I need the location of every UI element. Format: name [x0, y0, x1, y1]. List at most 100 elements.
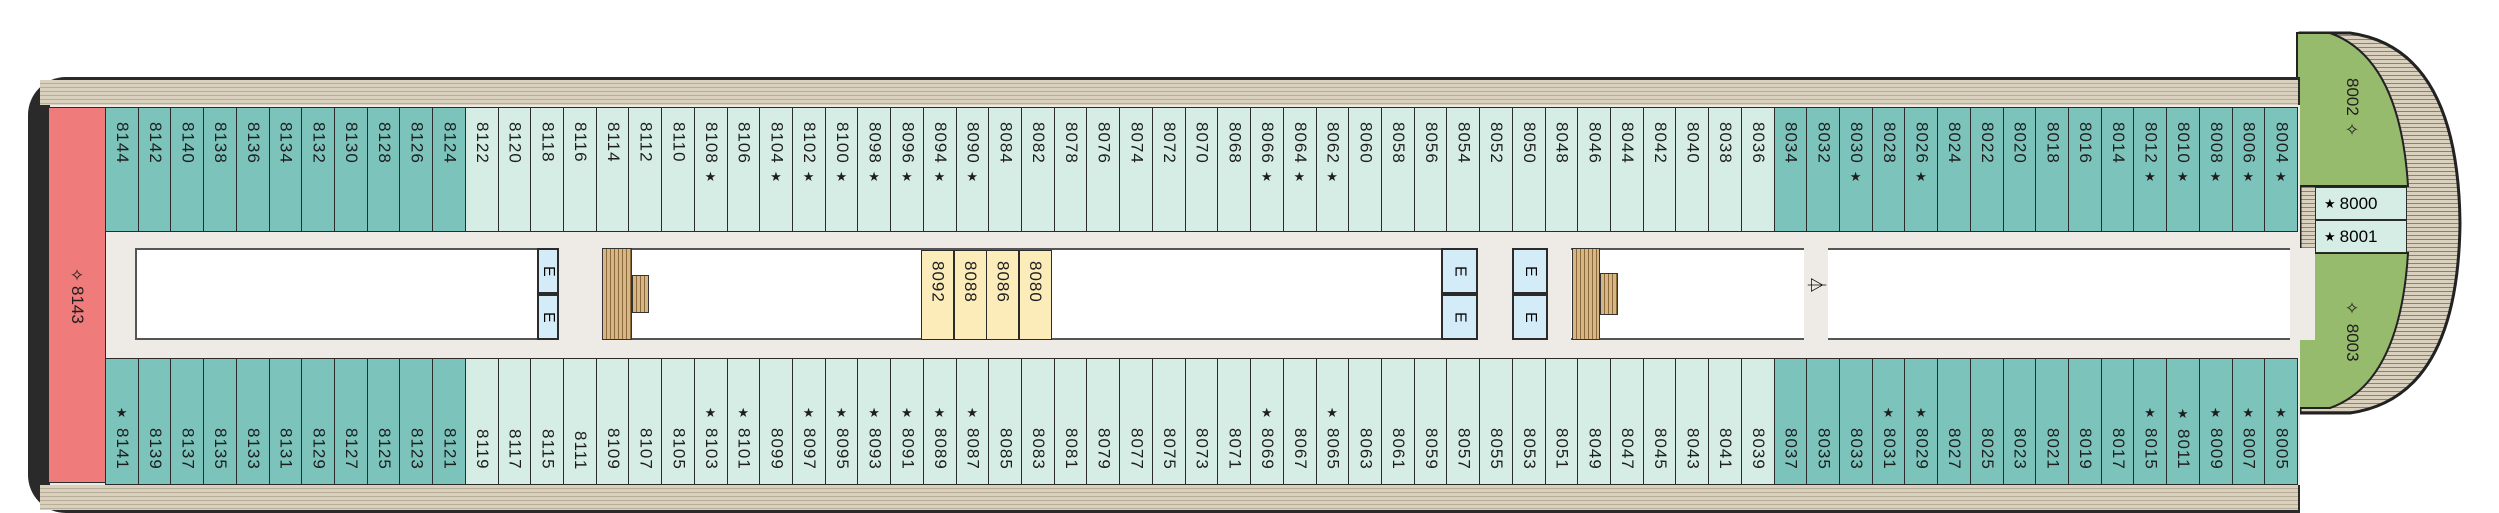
cabin-8052[interactable]: 8052 — [1479, 107, 1514, 232]
cabin-8096[interactable]: 8096★ — [890, 107, 925, 232]
cabin-8037[interactable]: 8037 — [1773, 358, 1808, 485]
cabin-8061[interactable]: 8061 — [1380, 358, 1416, 485]
cabin-8011[interactable]: ★8011 — [2166, 358, 2201, 485]
cabin-8001[interactable]: ★8001 — [2315, 220, 2407, 253]
cabin-8056[interactable]: 8056 — [1413, 107, 1448, 232]
cabin-8079[interactable]: 8079 — [1086, 358, 1121, 485]
cabin-8016[interactable]: 8016 — [2067, 107, 2103, 232]
cabin-8089[interactable]: ★8089 — [922, 358, 958, 485]
cabin-8100[interactable]: 8100★ — [824, 107, 859, 232]
cabin-8090[interactable]: 8090★ — [955, 107, 990, 232]
suite-8143[interactable]: ✧8143 — [48, 107, 106, 483]
cabin-8008[interactable]: 8008★ — [2198, 107, 2234, 232]
cabin-8034[interactable]: 8034 — [1773, 107, 1808, 232]
cabin-8058[interactable]: 8058 — [1380, 107, 1416, 232]
cabin-8087[interactable]: ★8087 — [955, 358, 990, 485]
suite-8002[interactable]: 8002 ✧ — [2343, 78, 2362, 141]
cabin-8102[interactable]: 8102★ — [792, 107, 827, 232]
cabin-8126[interactable]: 8126 — [399, 107, 434, 232]
cabin-8114[interactable]: 8114 — [595, 107, 630, 232]
cabin-8032[interactable]: 8032 — [1806, 107, 1841, 232]
cabin-8074[interactable]: 8074 — [1119, 107, 1154, 232]
cabin-8004[interactable]: 8004★ — [2264, 107, 2299, 232]
cabin-8110[interactable]: 8110 — [661, 107, 696, 232]
cabin-8125[interactable]: 8125 — [366, 358, 401, 485]
cabin-8038[interactable]: 8038 — [1708, 107, 1743, 232]
cabin-8069[interactable]: ★8069 — [1250, 358, 1285, 485]
cabin-8131[interactable]: 8131 — [268, 358, 303, 485]
cabin-8070[interactable]: 8070 — [1184, 107, 1219, 232]
cabin-8130[interactable]: 8130 — [334, 107, 369, 232]
cabin-8142[interactable]: 8142 — [137, 107, 172, 232]
cabin-8051[interactable]: 8051 — [1544, 358, 1579, 485]
cabin-8036[interactable]: 8036 — [1740, 107, 1776, 232]
cabin-8092[interactable]: 8092 — [921, 250, 954, 340]
cabin-8006[interactable]: 8006★ — [2231, 107, 2266, 232]
cabin-8047[interactable]: 8047 — [1609, 358, 1645, 485]
cabin-8000[interactable]: ★8000 — [2315, 187, 2407, 220]
cabin-8049[interactable]: 8049 — [1577, 358, 1612, 485]
cabin-8081[interactable]: 8081 — [1053, 358, 1088, 485]
cabin-8050[interactable]: 8050 — [1511, 107, 1546, 232]
cabin-8030[interactable]: 8030★ — [1838, 107, 1874, 232]
cabin-8116[interactable]: 8116 — [563, 107, 598, 232]
cabin-8021[interactable]: 8021 — [2035, 358, 2070, 485]
cabin-8080[interactable]: 8080 — [1018, 250, 1052, 340]
cabin-8071[interactable]: 8071 — [1217, 358, 1252, 485]
cabin-8098[interactable]: 8098★ — [857, 107, 892, 232]
cabin-8012[interactable]: 8012★ — [2133, 107, 2168, 232]
cabin-8055[interactable]: 8055 — [1479, 358, 1514, 485]
cabin-8072[interactable]: 8072 — [1151, 107, 1187, 232]
cabin-8077[interactable]: 8077 — [1119, 358, 1154, 485]
cabin-8144[interactable]: 8144 — [105, 107, 140, 232]
cabin-8122[interactable]: 8122 — [464, 107, 500, 232]
cabin-8115[interactable]: 8115 — [530, 358, 565, 485]
cabin-8025[interactable]: 8025 — [1969, 358, 2005, 485]
cabin-8075[interactable]: 8075 — [1151, 358, 1187, 485]
cabin-8046[interactable]: 8046 — [1577, 107, 1612, 232]
cabin-8119[interactable]: 8119 — [464, 358, 500, 485]
cabin-8135[interactable]: 8135 — [203, 358, 238, 485]
cabin-8064[interactable]: 8064★ — [1282, 107, 1317, 232]
cabin-8043[interactable]: 8043 — [1675, 358, 1710, 485]
cabin-8136[interactable]: 8136 — [235, 107, 271, 232]
cabin-8101[interactable]: ★8101 — [726, 358, 761, 485]
cabin-8053[interactable]: 8053 — [1511, 358, 1546, 485]
cabin-8078[interactable]: 8078 — [1053, 107, 1088, 232]
cabin-8108[interactable]: 8108★ — [693, 107, 729, 232]
cabin-8128[interactable]: 8128 — [366, 107, 401, 232]
cabin-8138[interactable]: 8138 — [203, 107, 238, 232]
cabin-8059[interactable]: 8059 — [1413, 358, 1448, 485]
cabin-8137[interactable]: 8137 — [170, 358, 205, 485]
cabin-8073[interactable]: 8073 — [1184, 358, 1219, 485]
cabin-8028[interactable]: 8028 — [1871, 107, 1906, 232]
cabin-8042[interactable]: 8042 — [1642, 107, 1677, 232]
cabin-8095[interactable]: ★8095 — [824, 358, 859, 485]
cabin-8026[interactable]: 8026★ — [1904, 107, 1939, 232]
cabin-8018[interactable]: 8018 — [2035, 107, 2070, 232]
cabin-8094[interactable]: 8094★ — [922, 107, 958, 232]
cabin-8054[interactable]: 8054 — [1446, 107, 1481, 232]
cabin-8104[interactable]: 8104★ — [759, 107, 794, 232]
cabin-8118[interactable]: 8118 — [530, 107, 565, 232]
cabin-8084[interactable]: 8084 — [988, 107, 1023, 232]
cabin-8132[interactable]: 8132 — [301, 107, 336, 232]
cabin-8133[interactable]: 8133 — [235, 358, 271, 485]
cabin-8109[interactable]: 8109 — [595, 358, 630, 485]
cabin-8045[interactable]: 8045 — [1642, 358, 1677, 485]
cabin-8019[interactable]: 8019 — [2067, 358, 2103, 485]
cabin-8020[interactable]: 8020 — [2002, 107, 2037, 232]
cabin-8060[interactable]: 8060 — [1348, 107, 1383, 232]
cabin-8129[interactable]: 8129 — [301, 358, 336, 485]
suite-8003[interactable]: ✧ 8003 — [2343, 299, 2362, 362]
cabin-8141[interactable]: ★8141 — [105, 358, 140, 485]
cabin-8007[interactable]: ★8007 — [2231, 358, 2266, 485]
cabin-8027[interactable]: 8027 — [1937, 358, 1972, 485]
cabin-8062[interactable]: 8062★ — [1315, 107, 1350, 232]
cabin-8063[interactable]: 8063 — [1348, 358, 1383, 485]
cabin-8127[interactable]: 8127 — [334, 358, 369, 485]
cabin-8017[interactable]: 8017 — [2100, 358, 2135, 485]
cabin-8111[interactable]: 8111 — [563, 358, 598, 485]
cabin-8099[interactable]: 8099 — [759, 358, 794, 485]
cabin-8103[interactable]: ★8103 — [693, 358, 729, 485]
